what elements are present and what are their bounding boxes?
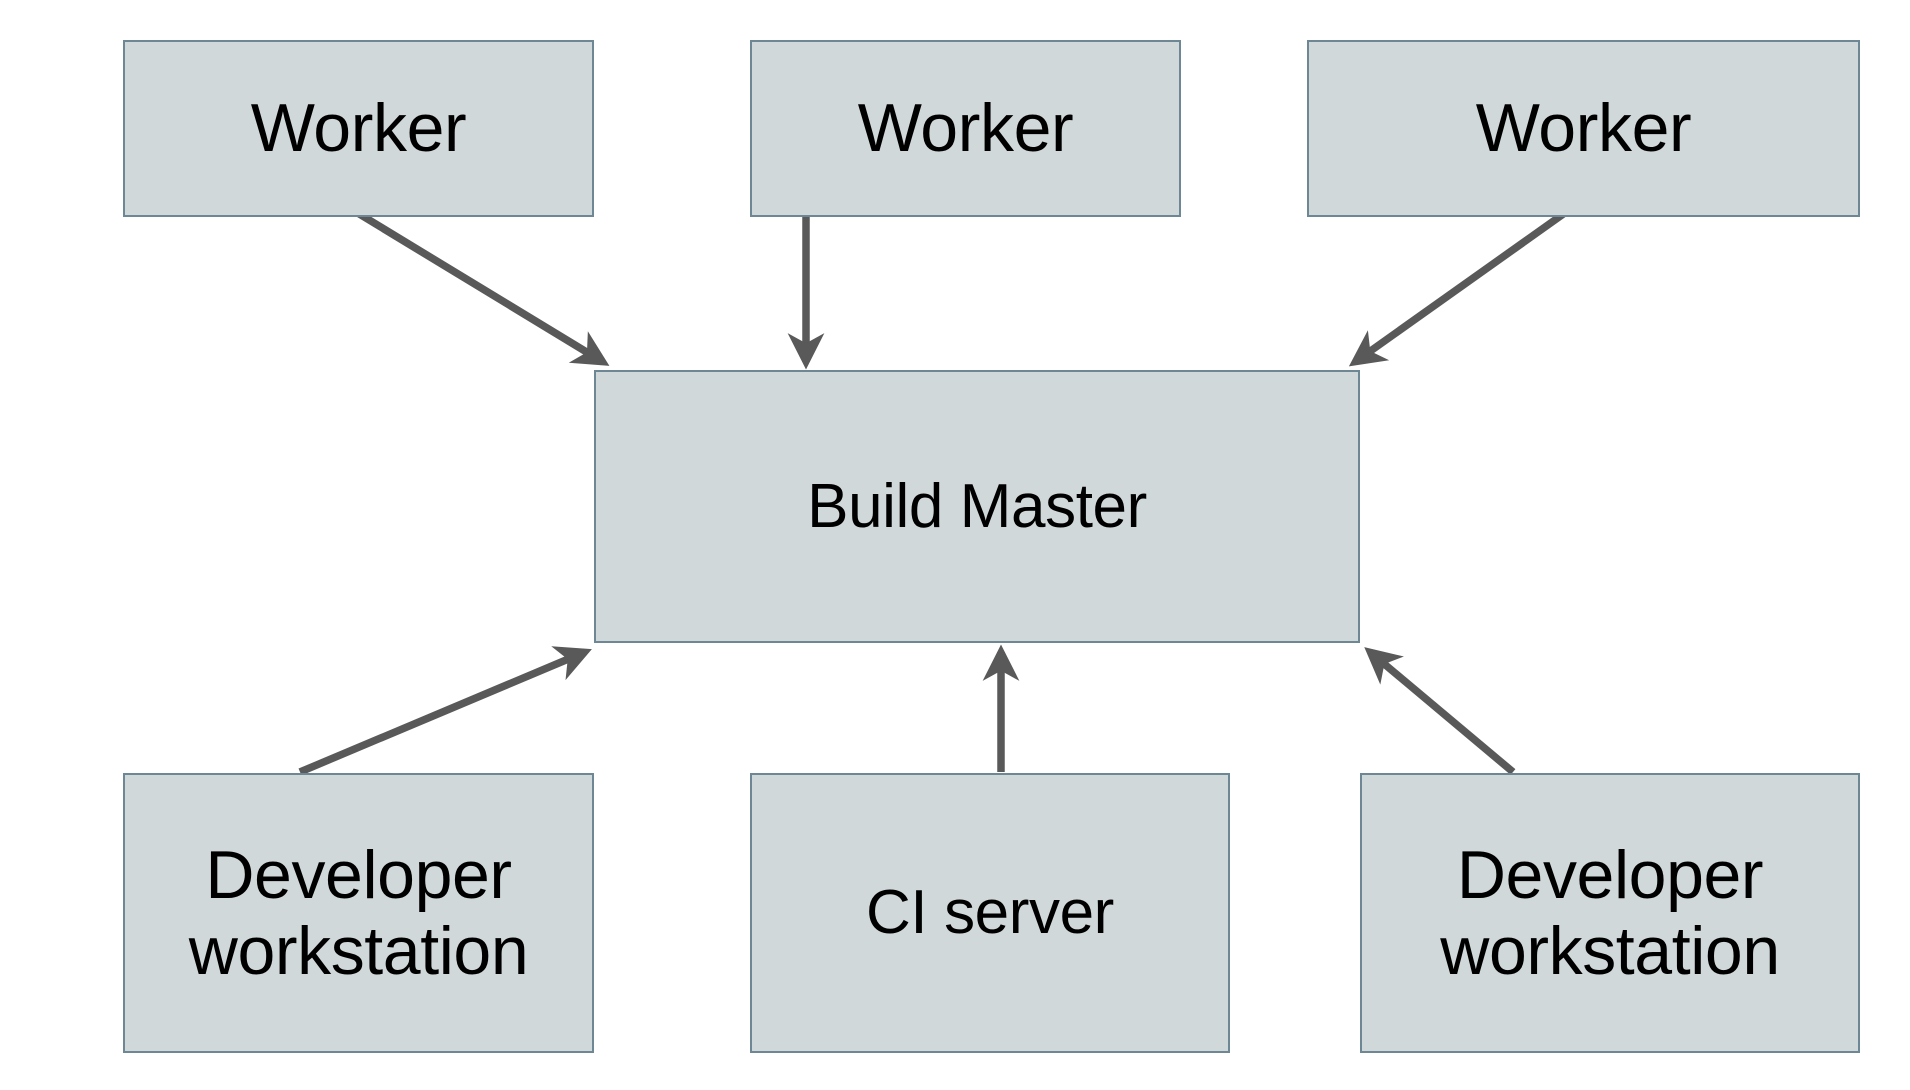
node-label: Developer workstation <box>1440 836 1780 989</box>
edge-dev-left-to-build-master <box>298 646 592 776</box>
node-worker-left[interactable]: Worker <box>123 40 594 217</box>
node-label: Build Master <box>807 471 1147 541</box>
node-label: Developer workstation <box>188 836 529 989</box>
node-developer-workstation-left[interactable]: Developer workstation <box>123 773 594 1053</box>
node-label: Worker <box>1475 90 1692 167</box>
node-label: Worker <box>250 90 467 167</box>
node-developer-workstation-right[interactable]: Developer workstation <box>1360 773 1860 1053</box>
node-ci-server[interactable]: CI server <box>750 773 1230 1053</box>
edge-dev-right-to-build-master <box>1364 647 1516 775</box>
node-build-master[interactable]: Build Master <box>594 370 1360 643</box>
node-label: CI server <box>866 878 1114 948</box>
node-label: Worker <box>857 90 1074 167</box>
node-worker-right[interactable]: Worker <box>1307 40 1860 217</box>
node-worker-mid[interactable]: Worker <box>750 40 1181 217</box>
